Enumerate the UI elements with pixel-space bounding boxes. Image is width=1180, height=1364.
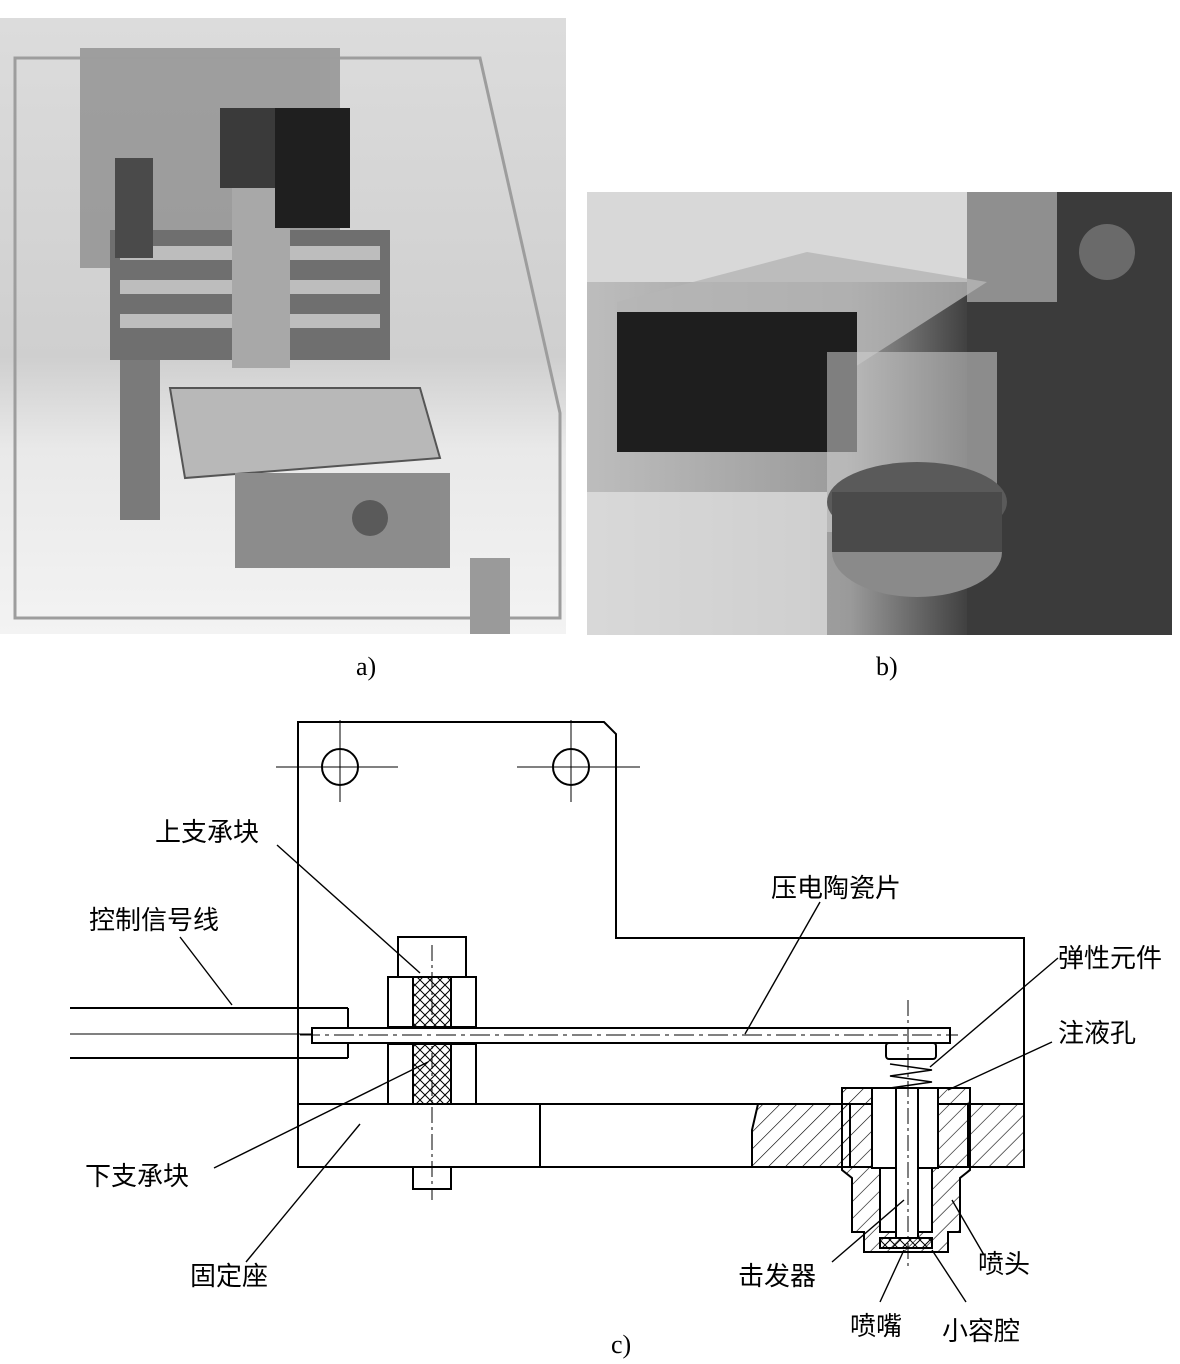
photo-printer-machine — [0, 18, 566, 634]
base-hatch-right — [967, 1103, 1025, 1168]
label-nozzle-tip: 喷嘴 — [850, 1312, 903, 1342]
label-lower-support: 下支承块 — [85, 1162, 190, 1192]
label-upper-support: 上支承块 — [155, 818, 260, 848]
small-chamber — [879, 1237, 933, 1249]
figure-label-a: a) — [356, 652, 377, 681]
striker — [895, 1087, 919, 1239]
photo-a-drawing — [13, 48, 562, 634]
striker-cap — [885, 1042, 937, 1060]
label-elastic-element: 弹性元件 — [1058, 944, 1163, 974]
label-nozzle-head: 喷头 — [978, 1250, 1031, 1280]
label-piezo-sheet: 压电陶瓷片 — [771, 874, 902, 904]
photo-nozzle-closeup — [587, 192, 1172, 635]
figure-label-b: b) — [876, 652, 898, 681]
base-hatch-left — [751, 1103, 851, 1168]
label-striker: 击发器 — [738, 1262, 817, 1292]
label-signal-wire: 控制信号线 — [89, 906, 220, 936]
figure-label-c: c) — [611, 1330, 632, 1359]
label-fixed-base: 固定座 — [190, 1262, 269, 1292]
photo-b-drawing — [587, 192, 1172, 635]
label-fill-hole: 注液孔 — [1058, 1019, 1137, 1049]
label-small-chamber: 小容腔 — [942, 1317, 1021, 1347]
